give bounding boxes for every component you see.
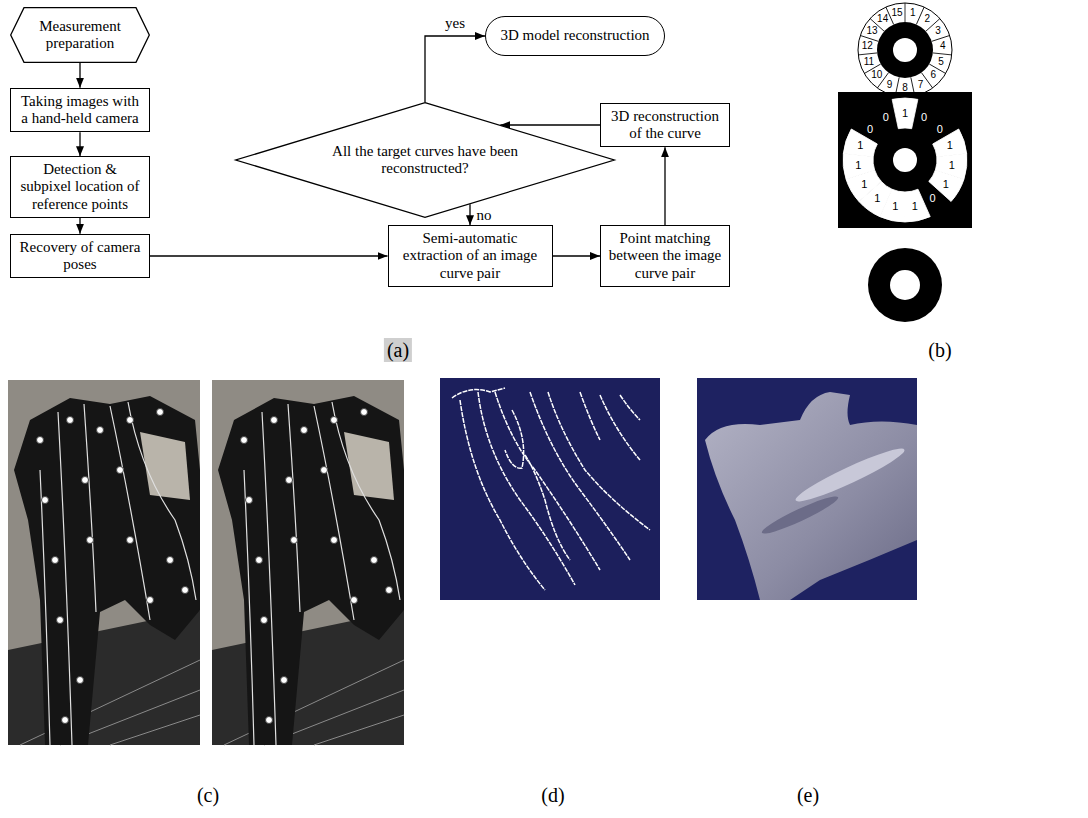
segment-number: 12 — [862, 41, 873, 51]
segment-number: 1 — [910, 8, 916, 18]
flow-arrow — [79, 63, 80, 88]
node-text: All the target curves have been reconstr… — [311, 143, 539, 178]
process-box: Semi-automatic extraction of an image cu… — [388, 225, 553, 287]
segment-number: 4 — [940, 41, 946, 51]
code-bit: 1 — [947, 140, 953, 151]
model-view — [697, 378, 917, 600]
ring-target — [868, 248, 942, 322]
panel-label: (c) — [197, 785, 219, 805]
segment-number: 15 — [892, 8, 903, 18]
segment-number: 9 — [887, 80, 893, 90]
photo-right — [212, 380, 404, 745]
surface-model — [705, 392, 917, 600]
panel-label: (d) — [541, 785, 564, 805]
flow-arrow — [664, 147, 665, 225]
flow-arrow — [425, 36, 485, 102]
code-bit: 1 — [874, 193, 880, 204]
terminal-box: 3D model reconstruction — [485, 16, 665, 56]
node-text: Semi-automatic extraction of an image cu… — [394, 230, 547, 282]
segment-number: 14 — [877, 14, 888, 24]
segment-number: 10 — [871, 70, 882, 80]
start-hexagon: Measurement preparation — [10, 7, 150, 63]
panel-label: (a) — [384, 338, 412, 362]
segment-number: 6 — [930, 70, 936, 80]
segment-number: 2 — [925, 14, 931, 24]
code-bit: 1 — [949, 159, 955, 170]
node-text: Point matching between the image curve p… — [606, 230, 724, 282]
flow-arrow — [469, 204, 470, 225]
code-bit: 0 — [937, 123, 943, 134]
code-bit: 1 — [902, 108, 908, 119]
process-box: Taking images with a hand-held camera — [10, 88, 150, 133]
node-text: 3D reconstruction of the curve — [606, 108, 724, 143]
node-text: Taking images with a hand-held camera — [16, 93, 144, 128]
edge-label: yes — [443, 15, 467, 32]
panel-label: (e) — [797, 785, 819, 805]
flow-arrow — [500, 124, 600, 125]
segment-number: 8 — [902, 83, 908, 93]
node-text: Recovery of camera poses — [16, 239, 144, 274]
coded-target-ground — [838, 92, 972, 228]
code-bit: 0 — [921, 112, 927, 123]
code-bit: 0 — [930, 193, 936, 204]
decision-diamond: All the target curves have been reconstr… — [235, 102, 615, 218]
process-box: Recovery of camera poses — [10, 234, 150, 279]
segment-number: 13 — [867, 26, 878, 36]
code-bit: 1 — [857, 140, 863, 151]
reconstructed-curves — [452, 388, 650, 590]
surface-groove — [759, 492, 840, 538]
code-bit: 1 — [943, 178, 949, 189]
process-box: Detection & subpixel location of referen… — [10, 156, 150, 218]
panel-label: (b) — [928, 340, 951, 360]
flow-arrow — [79, 132, 80, 156]
flow-arrow — [150, 255, 388, 256]
flow-arrow — [553, 255, 601, 256]
node-text: 3D model reconstruction — [500, 27, 649, 44]
code-bit: 1 — [892, 200, 898, 211]
code-bit: 1 — [855, 159, 861, 170]
edge-label: no — [475, 206, 494, 223]
code-bit: 1 — [861, 178, 867, 189]
code-bit: 1 — [912, 200, 918, 211]
segment-number: 3 — [935, 26, 941, 36]
flow-arrow — [79, 218, 80, 234]
curve-view — [440, 378, 660, 600]
coded-target — [842, 98, 968, 223]
segment-number: 5 — [938, 57, 944, 67]
process-box: 3D reconstruction of the curve — [600, 103, 730, 148]
code-bit: 0 — [867, 123, 873, 134]
segment-number: 11 — [864, 57, 874, 67]
node-text: Measurement preparation — [26, 18, 134, 53]
numbered-target — [858, 3, 952, 97]
segment-number: 7 — [918, 80, 924, 90]
process-box: Point matching between the image curve p… — [600, 225, 730, 287]
node-text: Detection & subpixel location of referen… — [16, 161, 144, 213]
code-bit: 0 — [883, 112, 889, 123]
surface-ridge — [792, 442, 908, 507]
photo-left — [8, 380, 200, 745]
